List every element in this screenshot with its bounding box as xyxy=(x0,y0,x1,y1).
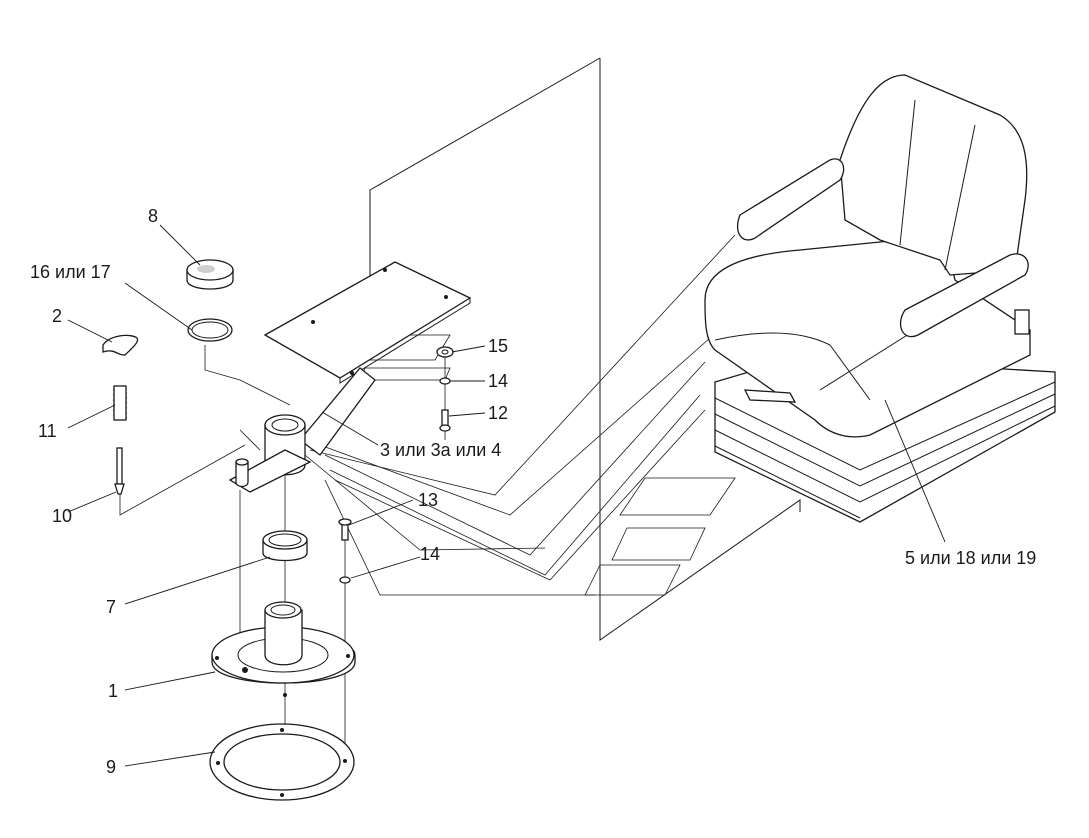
callout-7: 8 xyxy=(148,206,158,226)
callout-14: 14 xyxy=(420,544,440,564)
callout-2: 2 xyxy=(52,306,62,326)
spring xyxy=(112,385,128,421)
callout-1: 1 xyxy=(108,681,118,701)
phantom-outlines xyxy=(304,234,736,596)
small-parts xyxy=(102,259,454,584)
callout-16-or-17: 16 или 17 xyxy=(30,262,111,282)
callout-labels: 8 16 или 17 2 11 10 15 14 12 3 или 3а ил… xyxy=(30,206,1036,777)
callout-13: 14 xyxy=(488,371,508,391)
callout-9: 9 xyxy=(106,757,116,777)
swivel-bracket xyxy=(228,261,472,493)
callout-6: 7 xyxy=(106,597,116,617)
callout-5-or-18-or-19: 5 или 18 или 19 xyxy=(905,548,1036,568)
gasket xyxy=(209,723,355,801)
callout-10: 11 xyxy=(38,421,57,441)
callout-11: 12 xyxy=(488,403,508,423)
leader-lines xyxy=(67,224,946,767)
callout-12: 13 xyxy=(418,490,438,510)
callout-15: 15 xyxy=(488,336,508,356)
base-flange xyxy=(211,601,356,697)
assembly-lines xyxy=(119,57,801,800)
seat-assembly xyxy=(704,74,1056,523)
callout-8: 10 xyxy=(52,506,72,526)
callout-3-or-3a-or-4: 3 или 3а или 4 xyxy=(380,440,501,460)
